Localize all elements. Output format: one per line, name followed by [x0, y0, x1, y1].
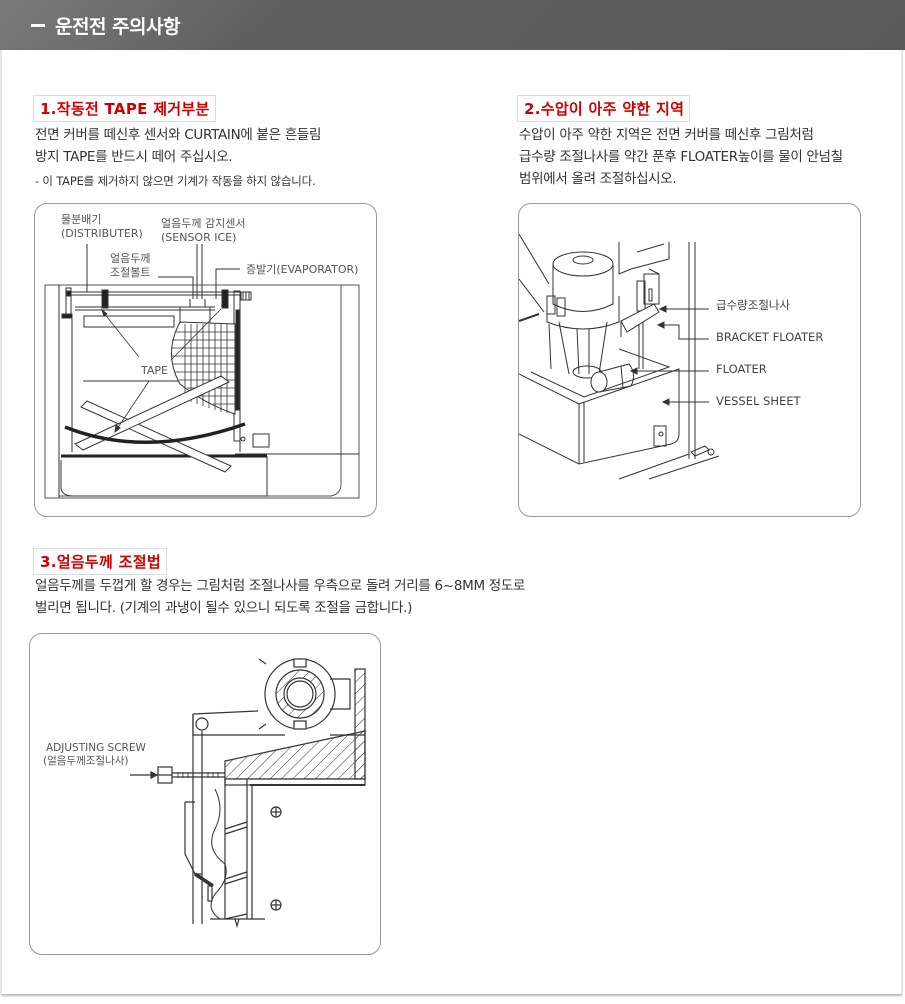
label-adjusting-screw-ko: (얼음두께조절나사)	[43, 755, 129, 767]
adjusting-screw-diagram	[130, 658, 366, 929]
section-2-line-1: 수압이 아주 약한 지역은 전면 커버를 떼신후 그림처럼	[519, 127, 814, 143]
label-distributer-ko: 물분배기	[61, 213, 102, 226]
label-bolt-ko-2: 조절볼트	[110, 266, 151, 279]
dash-icon	[31, 24, 45, 27]
figure-floater-adjust: 급수량조절나사 BRACKET FLOATER FLOATER VESSEL S…	[518, 203, 861, 517]
figure-tape-removal: 물분배기 (DISTRIBUTER) 얼음두께 감지센서 (SENSOR ICE…	[34, 203, 377, 517]
label-supply-screw: 급수량조절나사	[716, 298, 791, 312]
section-3-paragraph: 얼음두께를 두껍게 할 경우는 그림처럼 조절나사를 우측으로 돌려 거리를 6…	[35, 575, 525, 619]
label-bolt-ko-1: 얼음두께	[110, 252, 151, 265]
label-adjusting-screw-en: ADJUSTING SCREW	[46, 742, 146, 754]
section-1-note: - 이 TAPE를 제거하지 않으면 기계가 작동을 하지 않습니다.	[35, 174, 316, 188]
section-1-paragraph: 전면 커버를 떼신후 센서와 CURTAIN에 붙은 흔들림 방지 TAPE를 …	[35, 124, 321, 168]
label-distributer-en: (DISTRIBUTER)	[61, 227, 143, 240]
section-2-title: 2.수압이 아주 약한 지역	[517, 95, 691, 122]
label-bracket-floater: BRACKET FLOATER	[716, 330, 824, 344]
figure-ice-thickness-adjust: ADJUSTING SCREW (얼음두께조절나사)	[29, 633, 381, 955]
label-sensor-ko: 얼음두께 감지센서	[161, 217, 246, 230]
section-3-title: 3.얼음두께 조절법	[33, 548, 167, 575]
section-3-line-1: 얼음두께를 두껍게 할 경우는 그림처럼 조절나사를 우측으로 돌려 거리를 6…	[35, 578, 526, 594]
section-1-title: 1.작동전 TAPE 제거부분	[33, 95, 216, 122]
page-title: 운전전 주의사항	[55, 16, 180, 38]
label-evaporator: 증발기(EVAPORATOR)	[246, 263, 359, 276]
label-sensor-en: (SENSOR ICE)	[161, 231, 237, 244]
section-2-line-3: 범위에서 올려 조절하십시오.	[519, 171, 677, 187]
label-tape: TAPE	[141, 364, 168, 377]
label-floater: FLOATER	[716, 362, 767, 376]
section-2-paragraph: 수압이 아주 약한 지역은 전면 커버를 떼신후 그림처럼 급수량 조절나사를 …	[519, 124, 843, 190]
section-1-line-1: 전면 커버를 떼신후 센서와 CURTAIN에 붙은 흔들림	[35, 127, 322, 143]
section-1-line-2: 방지 TAPE를 반드시 떼어 주십시오.	[35, 149, 233, 165]
floater-vessel-diagram	[519, 233, 720, 480]
section-2-line-2: 급수량 조절나사를 약간 푼후 FLOATER높이를 물이 안넘칠	[519, 149, 843, 165]
label-vessel-sheet: VESSEL SHEET	[716, 394, 801, 408]
ice-machine-front-diagram	[44, 244, 360, 499]
section-3-line-2: 벌리면 됩니다. (기계의 과냉이 될수 있으니 되도록 조절을 금합니다.)	[35, 600, 413, 616]
page-header: 운전전 주의사항	[0, 0, 905, 50]
